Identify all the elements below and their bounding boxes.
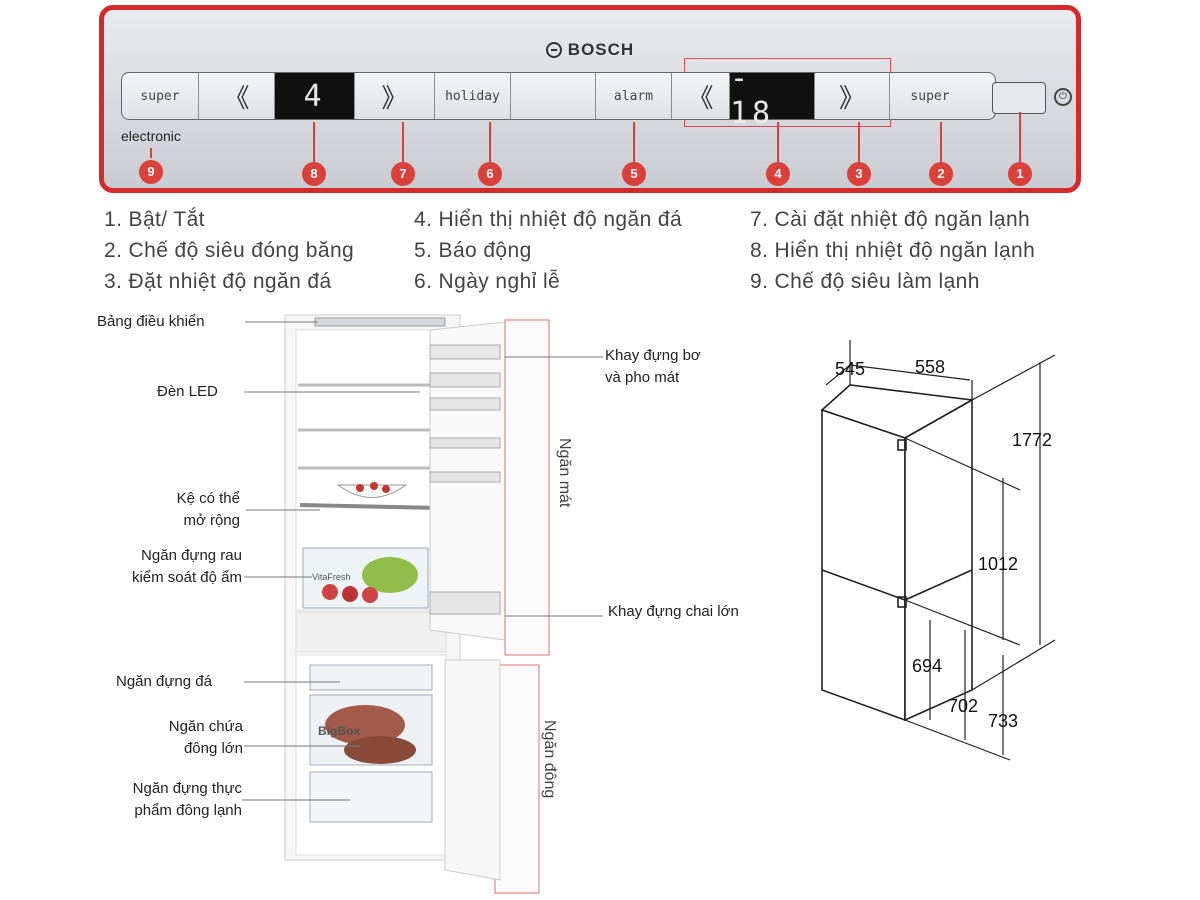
pin-6: [489, 122, 491, 162]
door-shelf: [429, 471, 501, 483]
legend-col-2: 4. Hiển thị nhiệt độ ngăn đá 5. Báo động…: [414, 208, 683, 293]
dim-lower-a: 694: [912, 656, 942, 676]
holiday-button[interactable]: holiday: [435, 73, 511, 119]
apple: [322, 584, 338, 600]
legend-col-3: 7. Cài đặt nhiệt độ ngăn lạnh 8. Hiển th…: [750, 208, 1036, 293]
badge-2: 2: [929, 162, 953, 186]
fridge-temp-down-button[interactable]: 《: [199, 73, 275, 119]
hinge: [897, 596, 907, 608]
door-split: [821, 569, 906, 601]
berry: [356, 484, 364, 492]
dim-lower-c: 733: [988, 711, 1018, 731]
control-panel-frame: BOSCH super 《 4 》 holiday alarm 《 - 18 》…: [99, 5, 1081, 193]
pin-5: [633, 122, 635, 162]
pin-4: [777, 122, 779, 162]
freezer-temp-up-button[interactable]: 》: [815, 73, 890, 119]
dim-upper: 1012: [978, 554, 1018, 574]
badge-3: 3: [847, 162, 871, 186]
freezer-temp-display: - 18: [730, 61, 815, 131]
door-shelf: [429, 344, 501, 360]
lettuce: [362, 557, 418, 593]
expandable-shelf: [299, 503, 441, 510]
divider-panel: [295, 611, 447, 653]
apple: [362, 587, 378, 603]
dim-width: 558: [915, 357, 945, 377]
label-control-panel: Bảng điều khiển: [97, 313, 205, 330]
dim-line: [904, 437, 1021, 491]
chevron-right-icon: 》: [381, 83, 408, 114]
fridge-temp-up-button[interactable]: 》: [355, 73, 435, 119]
chevron-right-icon: 》: [838, 83, 865, 114]
fridge-temp-display: 4: [275, 73, 355, 119]
dim-line: [849, 364, 971, 381]
super-cool-button[interactable]: super: [122, 73, 199, 119]
label-butter-tray: Khay đựng bơ và pho mát: [605, 347, 701, 386]
blank-button[interactable]: [511, 73, 596, 119]
dim-line: [904, 719, 1011, 761]
chevron-left-icon: 《: [223, 83, 250, 114]
fridge-door-panel: [504, 319, 550, 656]
dim-line: [825, 364, 851, 386]
power-button[interactable]: [992, 82, 1046, 114]
chevron-left-icon: 《: [687, 83, 714, 114]
pin-3: [858, 122, 860, 162]
pin-8: [313, 122, 315, 162]
super-freeze-button[interactable]: super: [910, 88, 950, 104]
brand-title: BOSCH: [104, 40, 1076, 60]
electronic-label: electronic: [121, 128, 181, 144]
pin-7: [402, 122, 404, 162]
ice-tray: [309, 664, 433, 691]
apple: [342, 586, 358, 602]
label-veg-drawer: Ngăn đựng rau kiểm soát độ ẩm: [131, 547, 242, 586]
cabinet-side: [821, 408, 906, 722]
bottle-tray: [429, 591, 501, 615]
dim-line: [971, 639, 1056, 691]
pin-9: [150, 148, 152, 158]
label-bottle-tray: Khay đựng chai lớn: [608, 603, 739, 620]
dim-line: [904, 599, 1021, 646]
bigbox-label: BigBox: [318, 724, 360, 738]
door-shelf: [429, 437, 501, 449]
berry: [370, 482, 378, 490]
badge-6: 6: [478, 162, 502, 186]
bosch-logo-icon: [545, 42, 562, 58]
label-frozen-drawer: Ngăn đựng thực phẩm đông lạnh: [132, 780, 242, 819]
door-shelf: [429, 372, 501, 388]
vitafresh-label: VitaFresh: [312, 572, 350, 582]
label-big-drawer: Ngăn chứa đông lớn: [168, 718, 243, 757]
meat: [325, 705, 405, 745]
alarm-button[interactable]: alarm: [596, 73, 672, 119]
badge-7: 7: [391, 162, 415, 186]
power-icon: ⏻: [1054, 88, 1072, 106]
pin-2: [940, 122, 942, 162]
badge-5: 5: [622, 162, 646, 186]
label-freeze-zone: Ngăn đông: [541, 720, 558, 799]
label-led: Đèn LED: [157, 383, 218, 400]
berry: [382, 485, 390, 493]
badge-4: 4: [766, 162, 790, 186]
legend-col-1: 1. Bật/ Tắt 2. Chế độ siêu đóng băng 3. …: [104, 208, 355, 293]
label-ice-tray: Ngăn đựng đá: [116, 673, 212, 690]
dim-depth: 545: [835, 359, 865, 379]
dim-line: [971, 354, 1056, 401]
freezer-temp-down-button[interactable]: 《: [672, 73, 730, 119]
door-split: [904, 569, 973, 601]
meat: [344, 736, 416, 764]
badge-9: 9: [139, 160, 163, 184]
freezer-door-panel: [494, 664, 540, 894]
label-shelf: Kệ có thể mở rộng: [176, 490, 240, 529]
frozen-drawer: [309, 771, 433, 823]
badge-8: 8: [302, 162, 326, 186]
pin-1: [1019, 112, 1021, 162]
freezer-door: [444, 659, 501, 881]
door-shelf: [429, 397, 501, 411]
badge-1: 1: [1008, 162, 1032, 186]
dim-lower-b: 702: [948, 696, 978, 716]
dim-height: 1772: [1012, 430, 1052, 450]
label-cool-zone: Ngăn mát: [556, 438, 573, 508]
hinge: [897, 439, 907, 451]
